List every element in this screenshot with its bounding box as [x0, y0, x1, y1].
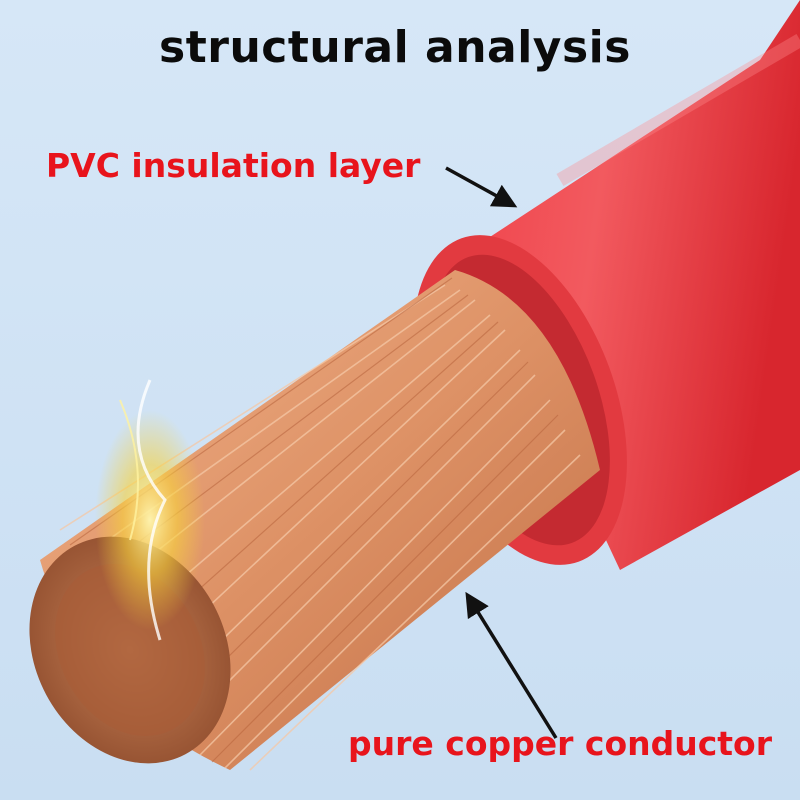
pvc-callout-arrow: [445, 166, 518, 208]
spark-glow: [95, 379, 205, 641]
page-title: structural analysis: [159, 22, 631, 73]
copper-strand-bundle: [29, 270, 600, 771]
copper-callout-arrow: [465, 591, 558, 739]
pvc-insulation-label: PVC insulation layer: [46, 146, 421, 185]
copper-conductor-label: pure copper conductor: [348, 724, 773, 763]
